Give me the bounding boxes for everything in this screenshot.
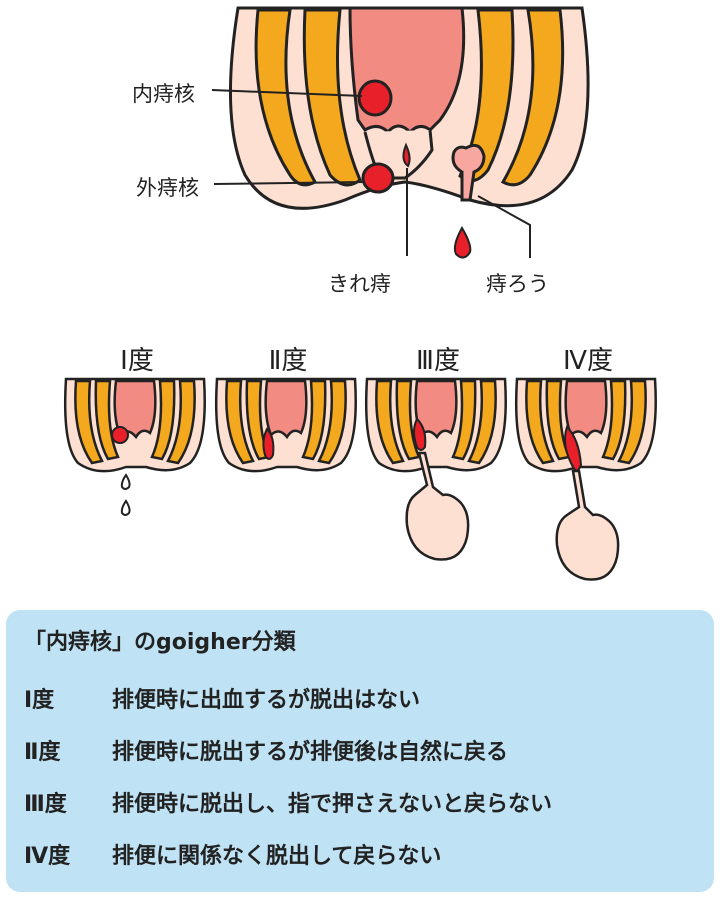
anatomy-diagram: 内痔核 外痔核 きれ痔 痔ろう Ⅰ度 Ⅱ度 Ⅲ度 Ⅳ度 bbox=[63, 6, 657, 581]
classification-description: 排便時に出血するが脱出はない bbox=[112, 688, 421, 713]
grade-title-1: Ⅰ度 bbox=[120, 346, 154, 376]
external-hemorrhoid bbox=[361, 162, 395, 194]
grade-title-2: Ⅱ度 bbox=[268, 346, 308, 376]
leader-fistula bbox=[477, 195, 531, 258]
grade-title-4: Ⅳ度 bbox=[563, 346, 613, 376]
classification-grade: Ⅲ度 bbox=[24, 792, 67, 817]
classification-row: Ⅲ度 排便時に脱出し、指で押さえないと戻らない bbox=[24, 776, 696, 828]
blood-drop-icon bbox=[453, 225, 472, 259]
grade-title-3: Ⅲ度 bbox=[416, 346, 460, 376]
classification-grade: Ⅱ度 bbox=[24, 740, 61, 765]
label-external-hemorrhoid: 外痔核 bbox=[136, 176, 199, 200]
classification-description: 排便時に脱出するが排便後は自然に戻る bbox=[112, 740, 509, 765]
classification-grade: Ⅰ度 bbox=[24, 688, 55, 713]
drip-icon bbox=[120, 473, 131, 490]
grade-1-illustration bbox=[63, 377, 206, 516]
grade-2-illustration bbox=[214, 377, 357, 473]
finger-icon bbox=[555, 469, 620, 581]
label-internal-hemorrhoid: 内痔核 bbox=[132, 82, 195, 106]
classification-title: 「内痔核」のgoigher分類 bbox=[24, 630, 296, 655]
goligher-classification-panel: 「内痔核」のgoigher分類 Ⅰ度 排便時に出血するが脱出はない Ⅱ度 排便時… bbox=[6, 610, 714, 892]
classification-description: 排便に関係なく脱出して戻らない bbox=[112, 844, 442, 869]
anal-canal-cross-section bbox=[211, 6, 590, 259]
leader-external bbox=[213, 181, 365, 185]
classification-row: Ⅱ度 排便時に脱出するが排便後は自然に戻る bbox=[24, 724, 696, 776]
leader-internal bbox=[211, 89, 363, 97]
classification-grade: Ⅳ度 bbox=[24, 844, 71, 869]
grade-3-illustration bbox=[364, 377, 507, 561]
grade-4-illustration bbox=[514, 377, 657, 581]
drip-icon bbox=[120, 499, 131, 516]
label-fistula: 痔ろう bbox=[486, 272, 549, 296]
label-fissure: きれ痔 bbox=[328, 272, 391, 296]
classification-description: 排便時に脱出し、指で押さえないと戻らない bbox=[112, 792, 553, 817]
classification-row: Ⅰ度 排便時に出血するが脱出はない bbox=[24, 672, 696, 724]
finger-icon bbox=[405, 451, 470, 561]
muscle-left-inner bbox=[302, 8, 362, 187]
classification-row: Ⅳ度 排便に関係なく脱出して戻らない bbox=[24, 828, 696, 880]
fissure-mark bbox=[402, 142, 411, 168]
muscle-right-outer bbox=[500, 8, 565, 187]
fistula-tract bbox=[451, 143, 486, 202]
internal-hemorrhoid bbox=[357, 79, 393, 117]
